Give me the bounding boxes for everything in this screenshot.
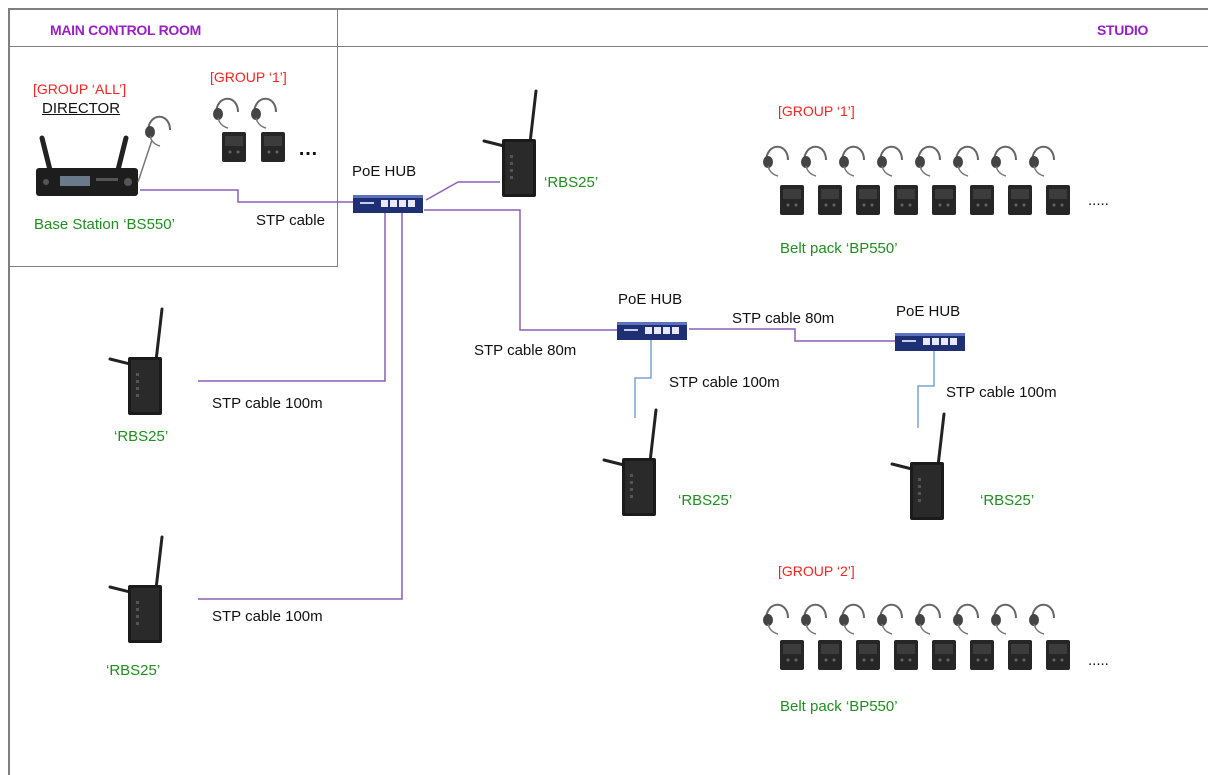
rbs25-top-label: ‘RBS25’ xyxy=(544,174,598,192)
director-label: DIRECTOR xyxy=(42,100,120,118)
stp-cable-left-bottom-label: STP cable 100m xyxy=(212,608,323,626)
studio-group-2-beltpacks xyxy=(763,605,1070,670)
poe-hub-mid-label: PoE HUB xyxy=(618,291,682,309)
studio-group-1-dots: ..... xyxy=(1088,192,1109,210)
studio-label: STUDIO xyxy=(1097,21,1148,39)
rbs25-mid xyxy=(604,410,656,516)
base-station-bs550 xyxy=(36,138,138,196)
stp-cable-mid-down-label: STP cable 100m xyxy=(669,374,780,392)
cable-base-to-hub xyxy=(140,190,383,202)
main-control-room-label: MAIN CONTROL ROOM xyxy=(50,21,201,39)
stp-cable-right-down-label: STP cable 100m xyxy=(946,384,1057,402)
director-headset xyxy=(138,117,170,182)
poe-hub-mid xyxy=(617,322,687,340)
control-room-group-1 xyxy=(213,99,285,162)
cable-mid-hub-down xyxy=(635,340,651,418)
cable-right-hub-down xyxy=(918,350,934,428)
stp-cable-base-label: STP cable xyxy=(256,212,325,230)
studio-group-2-label: [GROUP ‘2’] xyxy=(778,562,855,580)
base-station-label: Base Station ‘BS550’ xyxy=(34,216,175,234)
rbs25-mid-label: ‘RBS25’ xyxy=(678,492,732,510)
rbs25-right xyxy=(892,414,944,520)
poe-hub-right xyxy=(895,333,965,351)
cable-hub-to-left-rbs-top xyxy=(198,212,385,381)
studio-beltpack-2-label: Belt pack ‘BP550’ xyxy=(780,698,898,716)
rbs25-top xyxy=(484,91,536,197)
group-all-label: [GROUP ‘ALL’] xyxy=(33,80,126,98)
control-group-1-label: [GROUP ‘1’] xyxy=(210,68,287,86)
rbs25-left-bottom xyxy=(110,537,162,643)
rbs25-left-top xyxy=(110,309,162,415)
rbs25-right-label: ‘RBS25’ xyxy=(980,492,1034,510)
poe-hub-right-label: PoE HUB xyxy=(896,303,960,321)
cable-mid-hub-to-right-hub xyxy=(689,329,895,341)
stp-cable-mid-to-right-label: STP cable 80m xyxy=(732,310,834,328)
stp-cable-left-top-label: STP cable 100m xyxy=(212,395,323,413)
poe-hub-main xyxy=(353,195,423,213)
control-group-1-ellipsis: … xyxy=(298,140,318,158)
cable-hub-to-mid-hub xyxy=(424,210,617,330)
rbs25-left-top-label: ‘RBS25’ xyxy=(114,428,168,446)
studio-beltpack-1-label: Belt pack ‘BP550’ xyxy=(780,240,898,258)
cable-hub-to-top-rbs xyxy=(426,182,500,200)
studio-group-2-dots: ..... xyxy=(1088,652,1109,670)
studio-group-1-beltpacks xyxy=(763,147,1070,215)
rbs25-left-bottom-label: ‘RBS25’ xyxy=(106,662,160,680)
poe-hub-main-label: PoE HUB xyxy=(352,163,416,181)
studio-group-1-label: [GROUP ‘1’] xyxy=(778,102,855,120)
stp-cable-to-mid-hub-label: STP cable 80m xyxy=(474,342,576,360)
